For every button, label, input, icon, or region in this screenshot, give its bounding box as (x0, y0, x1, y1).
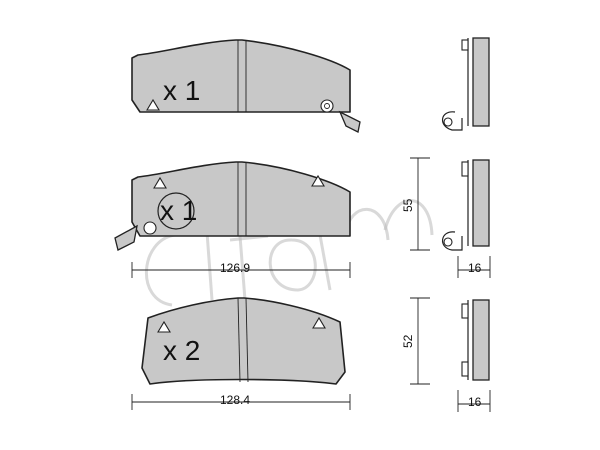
dimension-height-lower: 52 (401, 297, 430, 385)
dimension-width-upper: 126.9 (131, 261, 351, 278)
height-upper-label: 55 (401, 198, 415, 212)
thickness-upper-label: 16 (468, 261, 482, 275)
side-view-2 (442, 159, 490, 251)
pad-2: x 1 (114, 161, 351, 251)
pad-1: x 1 (131, 39, 361, 133)
dimension-width-lower: 128.4 (131, 393, 351, 410)
side-view-1 (442, 37, 490, 131)
side-view-3 (461, 299, 490, 381)
pad-1-quantity: x 1 (163, 75, 200, 106)
pad-3-quantity: x 2 (163, 335, 200, 366)
pad-2-quantity: x 1 (160, 195, 197, 226)
height-lower-label: 52 (401, 334, 415, 348)
pad-3: x 2 (141, 297, 346, 385)
dimension-thickness-upper: 16 (457, 256, 491, 278)
thickness-lower-label: 16 (468, 395, 482, 409)
dimension-height-upper: 55 (401, 157, 430, 251)
width-lower-label: 128.4 (220, 393, 250, 407)
dimension-thickness-lower: 16 (457, 390, 491, 412)
width-upper-label: 126.9 (220, 261, 250, 275)
